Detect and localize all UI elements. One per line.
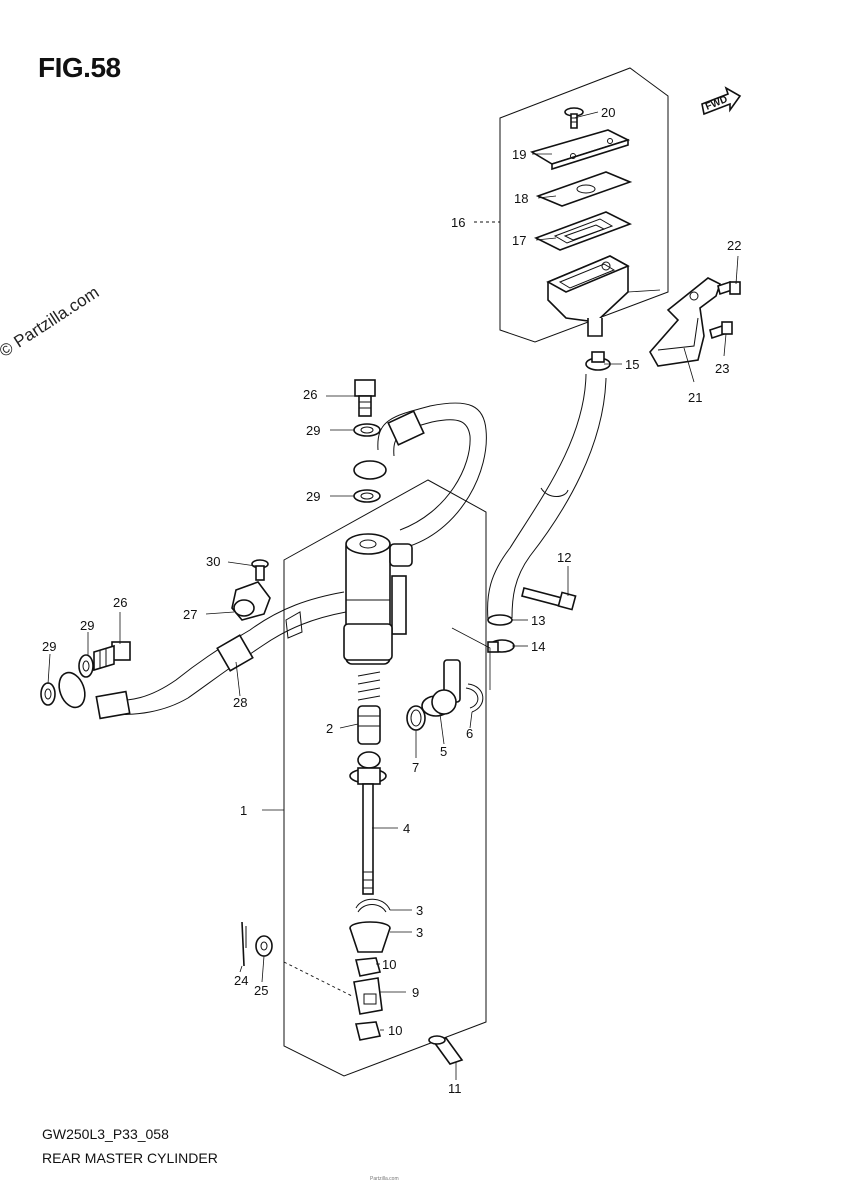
- part-washer-29-d: [40, 682, 56, 706]
- part-nut-10-lower: [354, 1021, 382, 1041]
- callout-23: 23: [715, 361, 729, 376]
- part-circlip-6: [465, 683, 484, 713]
- reservoir-group-box: [499, 67, 669, 343]
- callout-5: 5: [440, 744, 447, 759]
- part-bolt-23: [709, 321, 733, 340]
- callout-3-b: 3: [416, 925, 423, 940]
- part-piston-spring-2: [357, 671, 381, 769]
- part-reservoir-body: [546, 255, 630, 337]
- part-screw-12: [521, 587, 577, 611]
- part-nut-10-upper: [354, 957, 382, 977]
- part-washer-29-c: [78, 654, 94, 678]
- part-reservoir-cap-19: [530, 129, 631, 171]
- part-clevis-pin-11: [428, 1035, 464, 1065]
- callout-18: 18: [514, 191, 528, 206]
- part-clevis-9: [353, 977, 383, 1015]
- callout-labels: 20 19 18 16 17 22 15 23 21 26 29 29 30 1…: [42, 105, 741, 1096]
- part-boot-8: [349, 921, 391, 953]
- part-cotter-pin-24: [241, 921, 247, 967]
- figure-title: FIG.58: [38, 52, 121, 83]
- callout-29-d: 29: [42, 639, 56, 654]
- callout-29-c: 29: [80, 618, 94, 633]
- part-bolt-22: [717, 280, 741, 296]
- fwd-arrow-icon: FWD: [701, 86, 742, 116]
- part-inlet-connector-5: [421, 659, 461, 717]
- callout-6: 6: [466, 726, 473, 741]
- callout-30: 30: [206, 554, 220, 569]
- callout-12: 12: [557, 550, 571, 565]
- part-washer-29-a: [353, 423, 381, 437]
- callout-20: 20: [601, 105, 615, 120]
- part-banjo-bolt-26-top: [354, 379, 376, 417]
- master-cylinder-group-box: [283, 479, 487, 1077]
- callout-15: 15: [625, 357, 639, 372]
- part-washer-25: [255, 935, 273, 957]
- callout-11: 11: [448, 1081, 462, 1096]
- callout-24: 24: [234, 973, 248, 988]
- figure-code: GW250L3_P33_058: [42, 1126, 169, 1142]
- callout-26-top: 26: [303, 387, 317, 402]
- callout-17: 17: [512, 233, 526, 248]
- callout-10-lower: 10: [388, 1023, 402, 1038]
- callout-21: 21: [688, 390, 702, 405]
- part-reservoir-hose-13: [487, 373, 607, 626]
- callout-29-a: 29: [306, 423, 320, 438]
- callout-14: 14: [531, 639, 545, 654]
- callout-7: 7: [412, 760, 419, 775]
- callout-10-upper: 10: [382, 957, 396, 972]
- part-o-ring-7: [406, 705, 426, 731]
- callout-29-b: 29: [306, 489, 320, 504]
- callout-16: 16: [451, 215, 465, 230]
- part-circlip-3: [355, 898, 391, 913]
- part-diaphragm-17: [533, 211, 633, 251]
- part-plate-18: [535, 171, 633, 207]
- figure-name: REAR MASTER CYLINDER: [42, 1150, 218, 1166]
- fine-print: Partzilla.com: [370, 1176, 399, 1182]
- part-clamp-14: [487, 639, 515, 653]
- callout-13: 13: [531, 613, 545, 628]
- callout-27: 27: [183, 607, 197, 622]
- callout-19: 19: [512, 147, 526, 162]
- callout-26-left: 26: [113, 595, 127, 610]
- callout-2: 2: [326, 721, 333, 736]
- part-brake-hose-28: [58, 591, 347, 720]
- part-brake-hose-upper: [353, 402, 487, 547]
- part-bracket-21: [649, 277, 721, 367]
- callout-4: 4: [403, 821, 410, 836]
- leader-lines: [47, 111, 739, 1080]
- callout-1: 1: [240, 803, 247, 818]
- part-washer-29-b: [353, 489, 381, 503]
- part-push-rod-4: [349, 767, 387, 895]
- callout-25: 25: [254, 983, 268, 998]
- part-master-cylinder-body: [343, 533, 413, 665]
- callout-3-a: 3: [416, 903, 423, 918]
- callout-28: 28: [233, 695, 247, 710]
- callout-22: 22: [727, 238, 741, 253]
- callout-9: 9: [412, 985, 419, 1000]
- part-clamp-15: [585, 351, 611, 371]
- part-screw-30: [251, 559, 269, 581]
- part-hose-clamp-27: [231, 581, 271, 621]
- part-banjo-bolt-26-left: [93, 641, 131, 672]
